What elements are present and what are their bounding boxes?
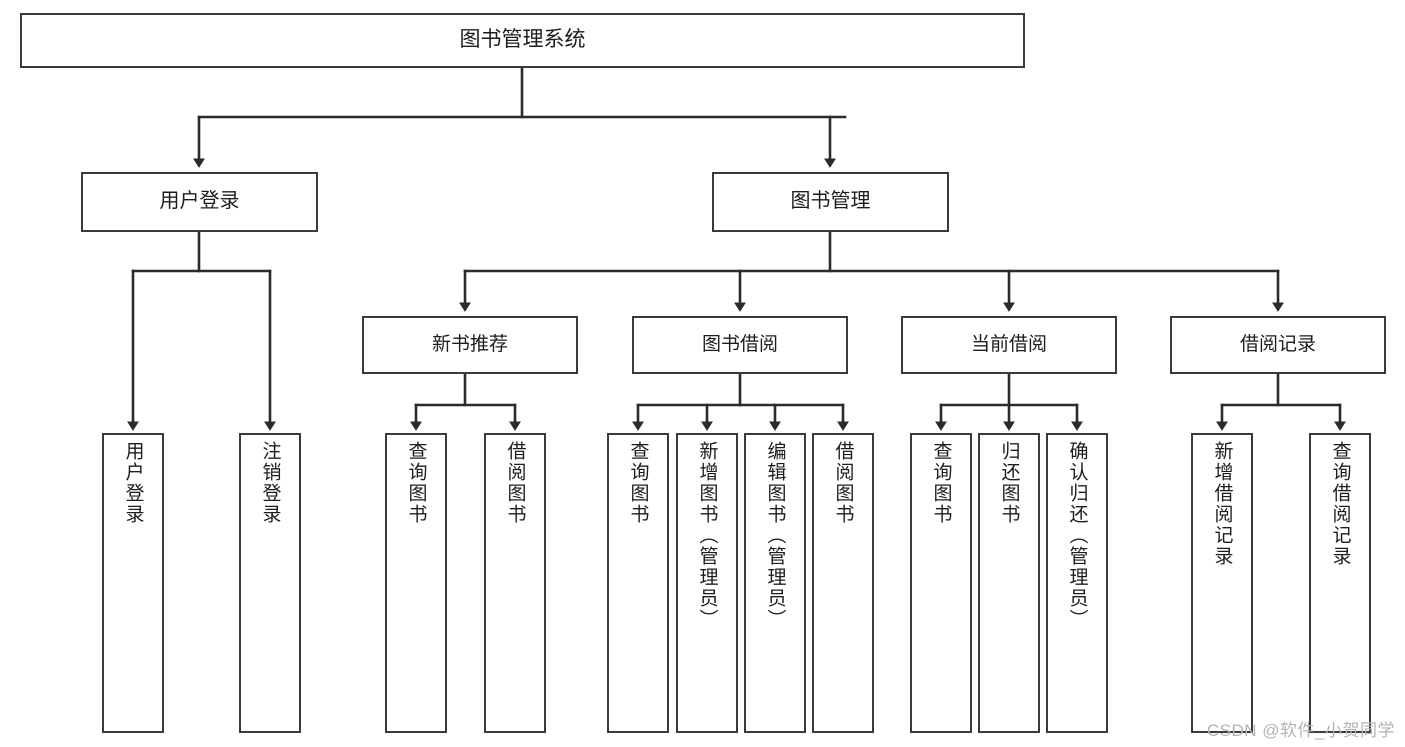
leaf-query-borrow-record-label: 查询借阅记录 [1329,441,1351,567]
node-root[interactable]: 图书管理系统 [20,13,1025,68]
leaf-query-book-current[interactable]: 查询图书 [910,433,972,733]
leaf-return-book-label: 归还图书 [998,441,1020,525]
node-book-borrow-label: 图书借阅 [701,333,778,355]
node-book-borrow[interactable]: 图书借阅 [632,316,848,374]
node-book-management[interactable]: 图书管理 [712,172,949,232]
leaf-query-book-borrow-label: 查询图书 [627,441,649,525]
leaf-query-borrow-record[interactable]: 查询借阅记录 [1309,433,1371,733]
leaf-query-book-borrow[interactable]: 查询图书 [607,433,669,733]
leaf-add-borrow-record[interactable]: 新增借阅记录 [1191,433,1253,733]
leaf-borrow-book[interactable]: 借阅图书 [812,433,874,733]
leaf-logout[interactable]: 注销登录 [239,433,301,733]
node-new-book-recommend[interactable]: 新书推荐 [362,316,578,374]
leaf-return-book[interactable]: 归还图书 [978,433,1040,733]
node-root-label: 图书管理系统 [459,28,586,52]
leaf-logout-label: 注销登录 [259,441,281,525]
leaf-confirm-return-admin-label: 确认归还（管理员） [1066,441,1088,630]
leaf-confirm-return-admin[interactable]: 确认归还（管理员） [1046,433,1108,733]
node-borrow-record[interactable]: 借阅记录 [1170,316,1386,374]
node-current-borrow[interactable]: 当前借阅 [901,316,1117,374]
leaf-edit-book-admin-label: 编辑图书（管理员） [764,441,786,630]
leaf-add-borrow-record-label: 新增借阅记录 [1211,441,1233,567]
node-book-management-label: 图书管理 [790,190,871,213]
leaf-add-book-admin-label: 新增图书（管理员） [696,441,718,630]
leaf-borrow-book-newbook[interactable]: 借阅图书 [484,433,546,733]
leaf-add-book-admin[interactable]: 新增图书（管理员） [676,433,738,733]
leaf-borrow-book-label: 借阅图书 [832,441,854,525]
node-current-borrow-label: 当前借阅 [970,333,1047,355]
node-borrow-record-label: 借阅记录 [1239,333,1316,355]
csdn-watermark: CSDN @软件_小贺同学 [1206,721,1395,740]
node-new-book-recommend-label: 新书推荐 [431,333,508,355]
leaf-query-book-newbook[interactable]: 查询图书 [385,433,447,733]
leaf-user-login[interactable]: 用户登录 [102,433,164,733]
node-user-login-label: 用户登录 [159,190,240,213]
leaf-borrow-book-newbook-label: 借阅图书 [504,441,526,525]
leaf-edit-book-admin[interactable]: 编辑图书（管理员） [744,433,806,733]
leaf-query-book-newbook-label: 查询图书 [405,441,427,525]
leaf-query-book-current-label: 查询图书 [930,441,952,525]
node-user-login[interactable]: 用户登录 [81,172,318,232]
leaf-user-login-label: 用户登录 [122,441,144,525]
